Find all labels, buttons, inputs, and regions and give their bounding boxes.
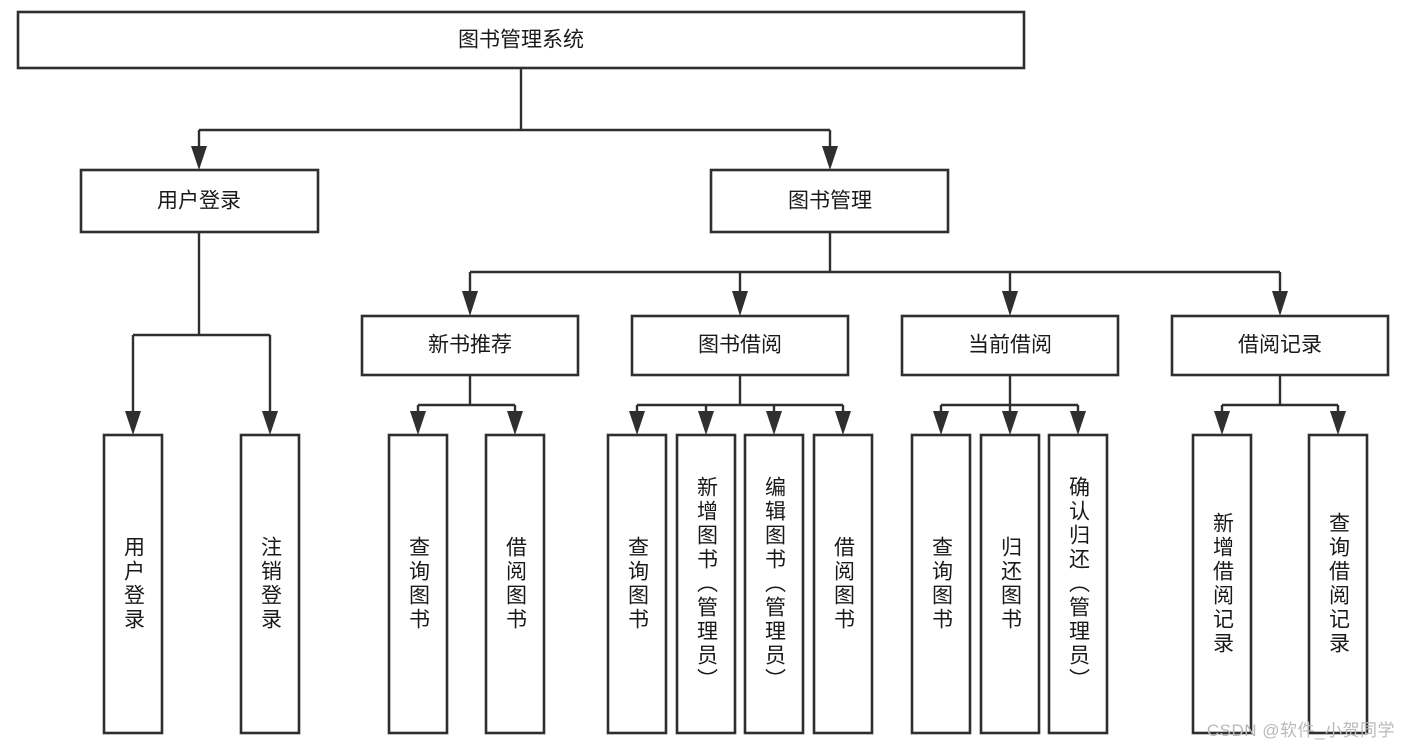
leaf-borrow-record-add[interactable]: 新增借阅记录 [1191,433,1253,735]
leaf-book-borrow-edit-box[interactable] [743,433,805,735]
leaf-current-borrow-confirm[interactable]: 确认归还（管理员） [1047,433,1109,735]
node-borrow-record-label: 借阅记录 [1238,334,1322,357]
leaf-current-borrow-query-label: 查询图书 [930,536,954,632]
leaf-user-login-logout-box[interactable] [239,433,301,735]
leaf-new-book-borrow[interactable]: 借阅图书 [484,433,546,735]
leaf-user-login-login-box[interactable] [102,433,164,735]
node-current-borrow[interactable]: 当前借阅 [900,314,1120,377]
leaf-new-book-borrow-label: 借阅图书 [504,536,528,632]
arrow-to-leaf-cb-1 [933,411,949,435]
leaf-user-login-logout[interactable]: 注销登录 [239,433,301,735]
node-new-book-recommend-label: 新书推荐 [428,334,512,357]
leaf-user-login-login[interactable]: 用户登录 [102,433,164,735]
node-borrow-record[interactable]: 借阅记录 [1170,314,1390,377]
leaf-user-login-logout-label: 注销登录 [259,536,283,632]
leaf-book-borrow-query[interactable]: 查询图书 [606,433,668,735]
node-book-manage-box[interactable] [709,168,950,234]
leaf-book-borrow-add-box[interactable] [675,433,737,735]
arrow-to-leaf-newbook-query [410,411,426,435]
connector-layer [125,68,1346,435]
leaf-book-borrow-query-box[interactable] [606,433,668,735]
node-new-book-recommend[interactable]: 新书推荐 [360,314,580,377]
arrow-to-leaf-br-2 [1330,411,1346,435]
leaf-book-borrow-query-label: 查询图书 [626,536,650,632]
node-user-login-label: 用户登录 [157,190,241,213]
node-borrow-record-box[interactable] [1170,314,1390,377]
leaf-book-borrow-edit-label: 编辑图书（管理员） [763,476,787,692]
arrow-to-leaf-newbook-borrow [507,411,523,435]
leaf-current-borrow-query[interactable]: 查询图书 [910,433,972,735]
node-current-borrow-box[interactable] [900,314,1120,377]
node-user-login[interactable]: 用户登录 [79,168,320,234]
leaf-borrow-record-add-box[interactable] [1191,433,1253,735]
arrow-to-current-borrow [1002,291,1018,316]
leaf-borrow-record-add-label: 新增借阅记录 [1211,512,1235,656]
arrow-to-leaf-bb-1 [629,411,645,435]
leaf-current-borrow-confirm-box[interactable] [1047,433,1109,735]
leaf-current-borrow-return-box[interactable] [979,433,1041,735]
leaf-book-borrow-borrow-box[interactable] [812,433,874,735]
leaf-borrow-record-query[interactable]: 查询借阅记录 [1307,433,1369,735]
leaf-new-book-query-label: 查询图书 [407,536,431,632]
leaf-borrow-record-query-box[interactable] [1307,433,1369,735]
leaf-new-book-query-box[interactable] [387,433,449,735]
leaf-user-login-login-label: 用户登录 [122,536,146,632]
arrow-to-user-login [191,146,207,170]
node-root-box[interactable] [16,10,1026,70]
leaf-new-book-query[interactable]: 查询图书 [387,433,449,735]
leaf-current-borrow-confirm-label: 确认归还（管理员） [1067,476,1091,692]
csdn-watermark: CSDN @软件_小贺同学 [1206,721,1395,740]
arrow-to-leaf-bb-2 [698,411,714,435]
leaf-book-borrow-edit[interactable]: 编辑图书（管理员） [743,433,805,735]
leaf-book-borrow-add-label: 新增图书（管理员） [695,476,719,692]
node-book-borrow-box[interactable] [630,314,850,377]
node-book-manage-label: 图书管理 [788,190,872,213]
node-book-borrow[interactable]: 图书借阅 [630,314,850,377]
arrow-to-leaf-bb-4 [835,411,851,435]
arrow-to-leaf-br-1 [1214,411,1230,435]
leaf-book-borrow-borrow-label: 借阅图书 [832,536,856,632]
arrow-to-borrow-record [1272,291,1288,316]
leaf-current-borrow-return[interactable]: 归还图书 [979,433,1041,735]
arrow-to-leaf-logout [262,411,278,435]
node-user-login-box[interactable] [79,168,320,234]
arrow-to-leaf-bb-3 [766,411,782,435]
arrow-to-new-book [462,291,478,316]
arrow-to-leaf-cb-2 [1002,411,1018,435]
node-book-borrow-label: 图书借阅 [698,334,782,357]
node-current-borrow-label: 当前借阅 [968,334,1052,357]
arrow-to-leaf-user-login [125,411,141,435]
node-book-manage[interactable]: 图书管理 [709,168,950,234]
leaf-new-book-borrow-box[interactable] [484,433,546,735]
node-new-book-recommend-box[interactable] [360,314,580,377]
leaf-current-borrow-query-box[interactable] [910,433,972,735]
leaf-book-borrow-add[interactable]: 新增图书（管理员） [675,433,737,735]
node-root[interactable]: 图书管理系统 [16,10,1026,70]
leaf-borrow-record-query-label: 查询借阅记录 [1327,512,1351,656]
leaf-current-borrow-return-label: 归还图书 [999,536,1023,632]
leaf-book-borrow-borrow[interactable]: 借阅图书 [812,433,874,735]
arrow-to-book-manage [822,146,838,170]
arrow-to-leaf-cb-3 [1070,411,1086,435]
arrow-to-book-borrow [732,291,748,316]
node-root-label: 图书管理系统 [458,29,584,52]
